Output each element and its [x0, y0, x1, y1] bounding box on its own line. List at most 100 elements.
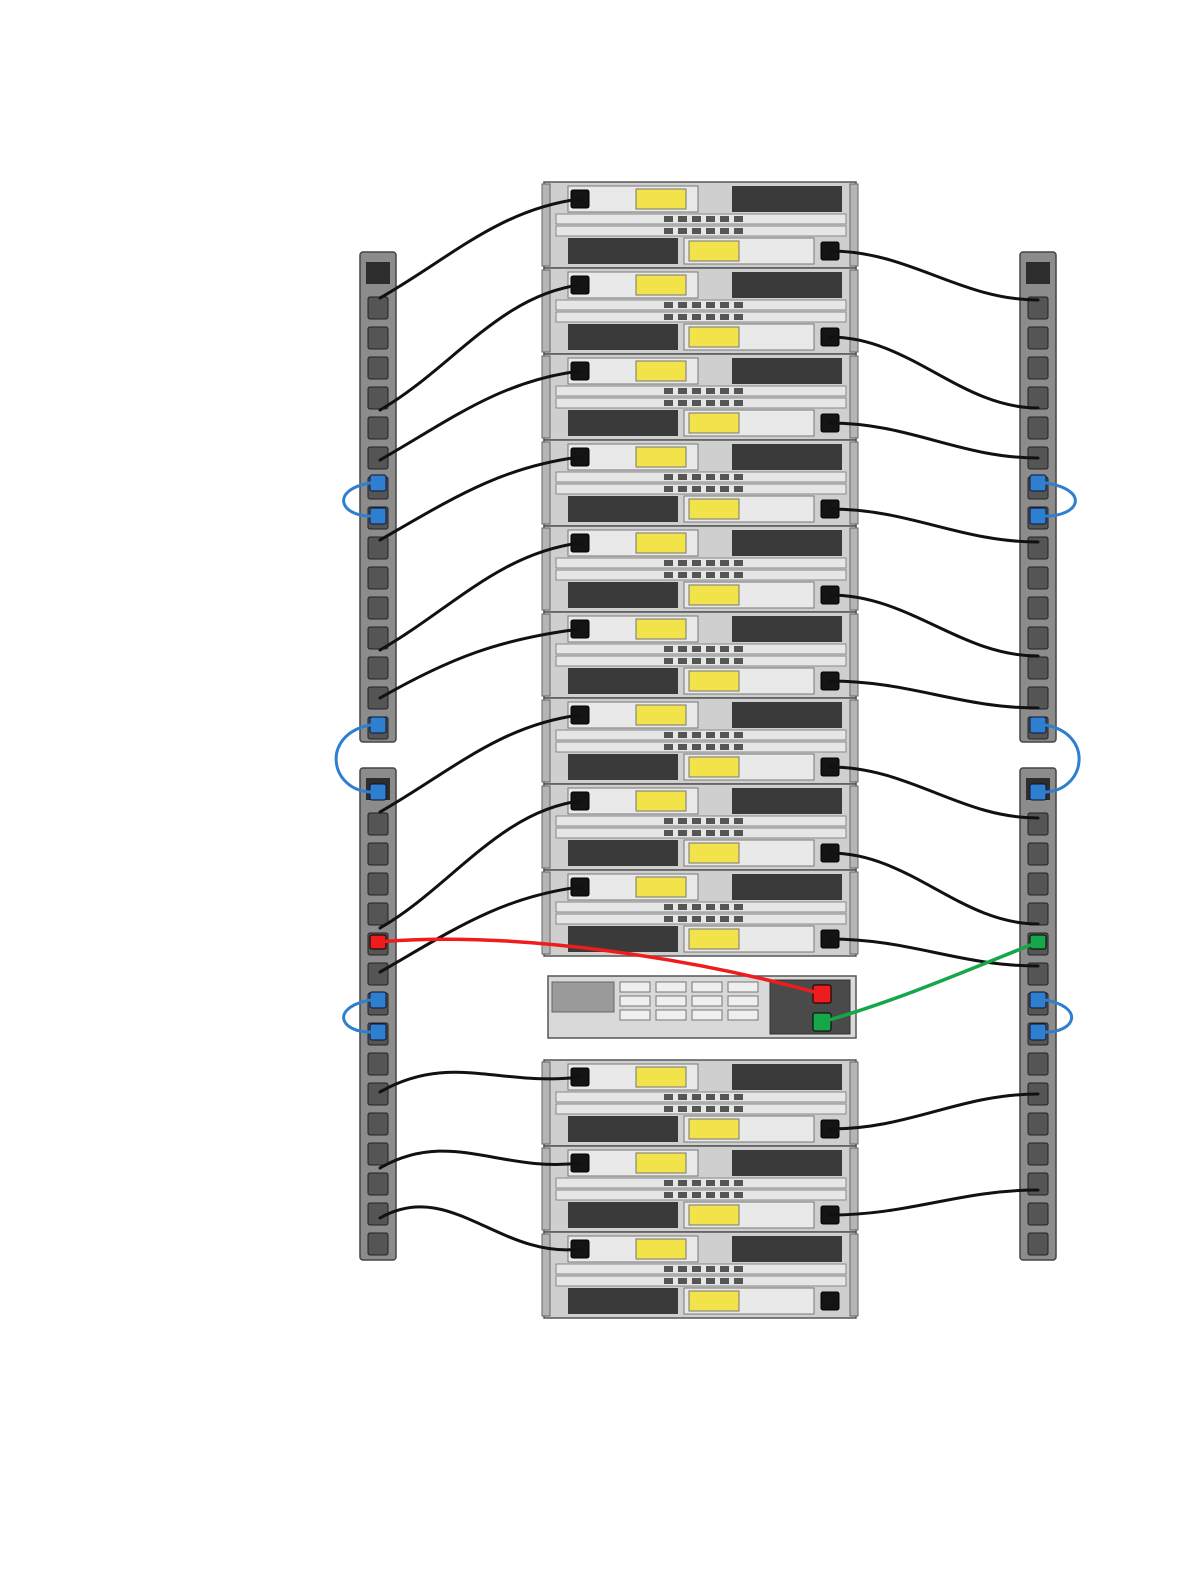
port	[664, 732, 673, 738]
port	[706, 916, 715, 922]
pdu-receptacle	[368, 1053, 388, 1075]
port	[734, 1094, 743, 1100]
port	[692, 658, 701, 664]
pdu-receptacle	[1028, 657, 1048, 679]
disk-shelf	[542, 440, 858, 526]
port	[706, 818, 715, 824]
pdu-receptacle	[1028, 1233, 1048, 1255]
port	[678, 216, 687, 222]
port	[692, 916, 701, 922]
port	[678, 818, 687, 824]
port	[678, 1106, 687, 1112]
pdu-receptacle	[1028, 1143, 1048, 1165]
expansion-slot	[692, 1010, 722, 1020]
expansion-slot	[620, 1010, 650, 1020]
port	[678, 388, 687, 394]
port	[692, 1278, 701, 1284]
pdu-right-upper	[1020, 252, 1056, 742]
pdu-link-port	[370, 1024, 386, 1040]
fan-grille-bottom	[568, 582, 678, 608]
port	[692, 646, 701, 652]
warning-label	[636, 877, 686, 897]
port	[664, 904, 673, 910]
port	[720, 1192, 729, 1198]
pdu-receptacle	[368, 1083, 388, 1105]
pdu-receptacle	[368, 843, 388, 865]
warning-label	[689, 1205, 739, 1225]
warning-label	[689, 1119, 739, 1139]
port	[692, 216, 701, 222]
pdu-link-port	[370, 508, 386, 524]
port	[692, 904, 701, 910]
disk-shelf	[542, 1060, 858, 1146]
head-psu-bay	[770, 980, 850, 1034]
port	[664, 302, 673, 308]
port	[678, 1278, 687, 1284]
port	[706, 314, 715, 320]
warning-label	[689, 1291, 739, 1311]
port	[706, 732, 715, 738]
port	[706, 744, 715, 750]
fan-grille-top	[732, 1236, 842, 1262]
power-cable-right	[830, 939, 1038, 966]
warning-label	[689, 929, 739, 949]
power-cable-right	[830, 595, 1038, 656]
fan-grille-top	[732, 358, 842, 384]
port	[678, 658, 687, 664]
port	[678, 572, 687, 578]
warning-label	[689, 499, 739, 519]
fan-grille-top	[732, 272, 842, 298]
warning-label	[689, 413, 739, 433]
port	[664, 916, 673, 922]
fan-grille-bottom	[568, 1288, 678, 1314]
pdu-receptacle	[368, 1173, 388, 1195]
power-cable-right	[830, 509, 1038, 542]
pdu-link-port	[1030, 717, 1046, 733]
pdu-link-port	[370, 475, 386, 491]
port	[678, 228, 687, 234]
pdu-receptacle	[1028, 1053, 1048, 1075]
pdu-receptacle	[1028, 387, 1048, 409]
shelf-ear-right	[850, 872, 858, 954]
port	[720, 1106, 729, 1112]
controller-head-unit	[548, 976, 856, 1038]
port	[664, 560, 673, 566]
port	[720, 216, 729, 222]
disk-shelf	[542, 1232, 858, 1318]
port	[706, 1180, 715, 1186]
pdu-receptacle	[368, 297, 388, 319]
port	[720, 916, 729, 922]
port	[664, 572, 673, 578]
fan-grille-top	[732, 186, 842, 212]
port	[664, 228, 673, 234]
warning-label	[689, 241, 739, 261]
pdu-receptacle	[1028, 327, 1048, 349]
port	[664, 658, 673, 664]
fan-grille-bottom	[568, 324, 678, 350]
shelf-ear-left	[542, 872, 550, 954]
disk-shelf	[542, 1146, 858, 1232]
port	[720, 560, 729, 566]
warning-label	[689, 585, 739, 605]
port	[678, 474, 687, 480]
port	[720, 744, 729, 750]
warning-label	[636, 791, 686, 811]
port	[678, 744, 687, 750]
warning-label	[636, 1239, 686, 1259]
pdu-receptacle	[368, 813, 388, 835]
disk-shelf	[542, 870, 858, 956]
port	[734, 916, 743, 922]
shelf-ear-left	[542, 786, 550, 868]
port	[692, 302, 701, 308]
warning-label	[636, 189, 686, 209]
pdu-receptacle	[368, 597, 388, 619]
port	[692, 1192, 701, 1198]
pdu-receptacle	[1028, 417, 1048, 439]
port	[678, 1266, 687, 1272]
pdu-link-port	[370, 784, 386, 800]
pdu-breaker	[366, 262, 390, 284]
pdu-receptacle	[368, 327, 388, 349]
port	[664, 830, 673, 836]
vent-grid	[552, 982, 614, 1012]
port	[734, 560, 743, 566]
